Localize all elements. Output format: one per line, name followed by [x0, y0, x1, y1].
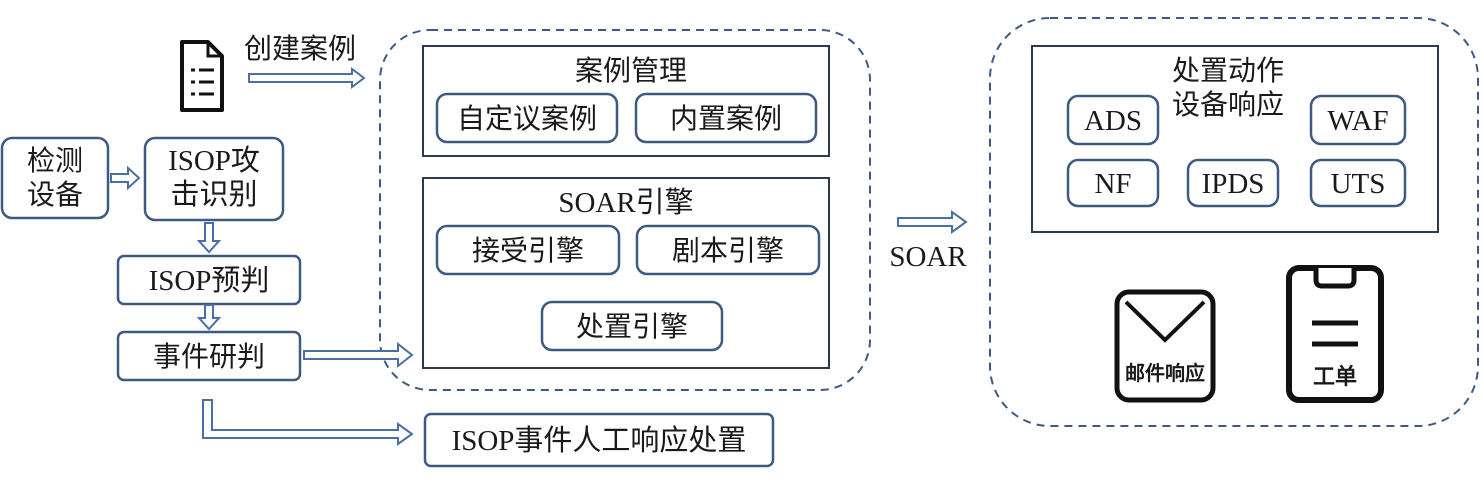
custom-case-label: 自定议案例 — [457, 102, 597, 135]
isop-manual-node — [423, 412, 775, 468]
isop-attack-line1: ISOP攻 — [168, 144, 260, 177]
ticket-icon — [1286, 265, 1384, 403]
event-judge-label: 事件研判 — [153, 340, 265, 373]
disposal-engine-node — [540, 300, 724, 352]
isop-attack-line2: 击识别 — [170, 178, 257, 211]
playbook-engine-label: 剧本引擎 — [672, 234, 784, 267]
document-icon — [180, 40, 224, 112]
accept-engine-node — [435, 224, 621, 276]
ipds-label: IPDS — [1202, 168, 1265, 200]
disposal-engine-label: 处置引擎 — [576, 310, 688, 343]
create-case-label: 创建案例 — [244, 32, 356, 65]
detect-label-line1: 检测 — [27, 144, 83, 177]
arrow-prejudge-to-judge — [196, 304, 222, 331]
detect-device-node — [0, 136, 110, 220]
soar-label: SOAR — [889, 241, 967, 273]
nf-node — [1066, 158, 1160, 208]
response-title-line2: 设备响应 — [1172, 88, 1284, 121]
response-container — [989, 17, 1479, 427]
arrow-create-case — [248, 67, 366, 89]
builtin-case-node — [634, 92, 818, 144]
mail-response-label: 邮件响应 — [1125, 361, 1205, 385]
ticket-label: 工单 — [1313, 365, 1357, 390]
custom-case-node — [435, 92, 619, 144]
arrow-detect-to-isop — [110, 165, 141, 191]
soar-container — [379, 29, 871, 391]
detect-label-line2: 设备 — [27, 178, 83, 211]
nf-label: NF — [1094, 168, 1131, 200]
arrow-soar-to-response — [897, 210, 968, 234]
mail-icon — [1114, 289, 1216, 403]
case-mgmt-title: 案例管理 — [575, 54, 687, 87]
response-title-line1: 处置动作 — [1172, 54, 1284, 87]
arrow-judge-to-manual — [202, 399, 414, 446]
arrow-isop-to-prejudge — [196, 222, 222, 254]
ipds-node — [1186, 158, 1280, 208]
arrow-judge-to-soar — [303, 341, 414, 369]
isop-attack-node — [143, 136, 285, 222]
isop-prejudge-label: ISOP预判 — [149, 264, 270, 297]
uts-label: UTS — [1331, 168, 1386, 200]
event-judge-node — [116, 330, 302, 382]
soar-engine-title: SOAR引擎 — [558, 186, 693, 219]
waf-node — [1309, 94, 1407, 146]
uts-node — [1309, 158, 1407, 208]
waf-label: WAF — [1327, 105, 1388, 137]
playbook-engine-node — [635, 224, 821, 276]
isop-manual-label: ISOP事件人工响应处置 — [452, 424, 747, 457]
ads-node — [1066, 94, 1160, 146]
ads-label: ADS — [1084, 105, 1142, 137]
accept-engine-label: 接受引擎 — [472, 234, 584, 267]
builtin-case-label: 内置案例 — [670, 102, 782, 135]
